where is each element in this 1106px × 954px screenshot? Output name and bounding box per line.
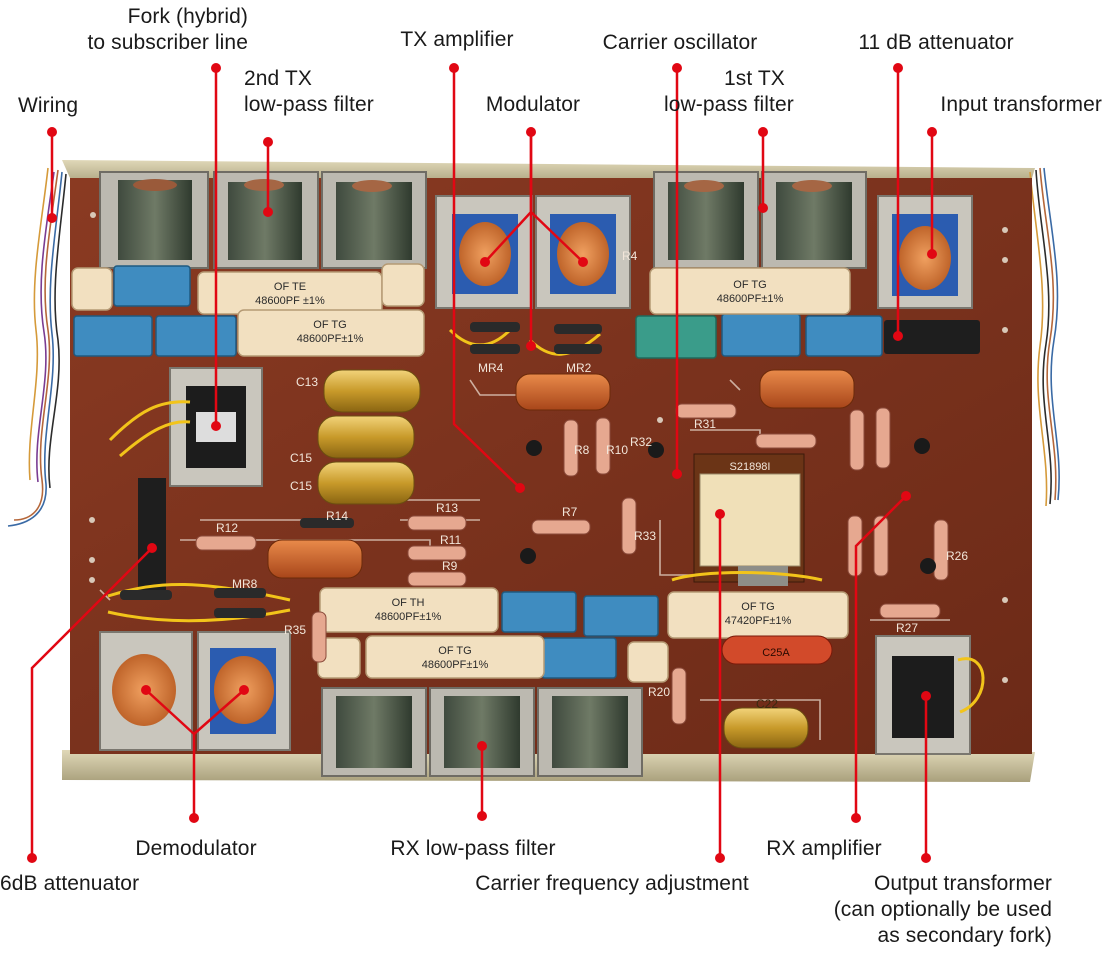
label-tx1-lpf: 1st TX low-pass filter <box>664 66 794 118</box>
trimmer-marking: S21898I <box>730 461 771 473</box>
rx-lowpass-inductors <box>321 687 643 777</box>
label-demodulator-text: Demodulator <box>135 837 257 860</box>
cap-marking-2b: 48600PF±1% <box>297 333 364 345</box>
label-tx2-lpf-line2: low-pass filter <box>244 93 374 116</box>
cap-marking-5b: 48600PF±1% <box>422 659 489 671</box>
label-rx-lpf: RX low-pass filter <box>390 836 555 862</box>
tx2-lowpass-inductors <box>99 171 427 269</box>
label-11db-attenuator-text: 11 dB attenuator <box>858 31 1014 54</box>
silk-r8: R8 <box>574 443 590 457</box>
cap-marking-5a: OF TG <box>438 645 471 657</box>
label-6db-attenuator-text: 6dB attenuator <box>0 872 140 895</box>
tx1-lowpass-inductors <box>653 171 867 269</box>
silk-r4: R4 <box>622 249 638 263</box>
label-carrier-oscillator-text: Carrier oscillator <box>602 31 758 54</box>
silk-r35: R35 <box>284 623 306 637</box>
silk-r33: R33 <box>634 529 656 543</box>
label-carrier-adjustment: Carrier frequency adjustment <box>475 871 749 897</box>
label-wiring-text: Wiring <box>18 94 79 117</box>
label-tx2-lpf: 2nd TX low-pass filter <box>244 66 374 118</box>
silk-r26: R26 <box>946 549 968 563</box>
callout-leaders <box>30 68 934 858</box>
silk-r11: R11 <box>440 533 461 547</box>
silk-c15a: C15 <box>290 451 312 465</box>
transistors <box>520 438 936 574</box>
silk-r10: R10 <box>606 443 628 457</box>
red-capacitor <box>721 635 833 665</box>
label-tx2-lpf-line1: 2nd TX <box>244 67 312 90</box>
label-input-transformer-text: Input transformer <box>940 93 1102 116</box>
electrolytic-capacitors <box>267 369 855 579</box>
silk-r9: R9 <box>442 559 458 573</box>
cap-marking-2a: OF TG <box>313 319 346 331</box>
silk-mr4: MR4 <box>478 361 504 375</box>
film-capacitors <box>71 263 851 683</box>
silk-r32: R32 <box>630 435 652 449</box>
silk-r31: R31 <box>694 417 716 431</box>
cap-marking-c25a: C25A <box>762 647 790 659</box>
label-modulator: Modulator <box>486 92 580 118</box>
label-fork-line2: to subscriber line <box>87 31 248 54</box>
modulator-transformers <box>435 195 631 309</box>
label-fork: Fork (hybrid) to subscriber line <box>87 4 248 56</box>
carrier-trimmer <box>693 453 805 586</box>
silk-c15b: C15 <box>290 479 312 493</box>
silk-r27: R27 <box>896 621 918 635</box>
label-carrier-oscillator: Carrier oscillator <box>603 30 758 56</box>
cap-marking-1a: OF TE <box>274 281 306 293</box>
label-rx-amplifier: RX amplifier <box>766 836 882 862</box>
label-6db-attenuator: 6dB attenuator <box>0 871 139 897</box>
attenuator-11db-block <box>884 320 980 354</box>
cap-marking-6a: OF TG <box>741 601 774 613</box>
silk-c13: C13 <box>296 375 318 389</box>
attenuator-6db-block <box>138 478 166 596</box>
cap-marking-3b: 48600PF±1% <box>717 293 784 305</box>
cap-marking-6b: 47420PF±1% <box>725 615 792 627</box>
label-rx-lpf-text: RX low-pass filter <box>390 837 556 860</box>
label-output-transformer-line3: as secondary fork) <box>877 924 1052 947</box>
label-wiring: Wiring <box>18 93 78 119</box>
diodes <box>120 322 602 618</box>
label-tx-amplifier-text: TX amplifier <box>400 28 514 51</box>
callout-dots <box>27 63 937 863</box>
silk-c22: C22 <box>756 697 778 711</box>
label-output-transformer-line1: Output transformer <box>873 872 1052 895</box>
silk-r20: R20 <box>648 685 670 699</box>
cap-marking-1b: 48600PF ±1% <box>255 295 325 307</box>
label-tx1-lpf-line2: low-pass filter <box>664 93 794 116</box>
label-rx-amplifier-text: RX amplifier <box>766 837 882 860</box>
output-transformer <box>875 635 971 755</box>
cap-marking-3a: OF TG <box>733 279 766 291</box>
label-tx-amplifier: TX amplifier <box>400 27 513 53</box>
label-input-transformer: Input transformer <box>940 92 1102 118</box>
silk-mr8: MR8 <box>232 577 258 591</box>
silk-r13: R13 <box>436 501 458 515</box>
input-transformer <box>877 195 973 309</box>
label-tx1-lpf-line1: 1st TX <box>724 67 785 90</box>
label-demodulator: Demodulator <box>135 836 256 862</box>
silk-r7: R7 <box>562 505 578 519</box>
label-carrier-adjustment-text: Carrier frequency adjustment <box>475 872 749 895</box>
label-output-transformer-line2: (can optionally be used <box>833 898 1052 921</box>
silk-r14: R14 <box>326 509 348 523</box>
label-output-transformer: Output transformer (can optionally be us… <box>834 871 1052 949</box>
wiring-harness <box>7 167 1060 527</box>
wima-capacitors <box>317 369 809 749</box>
cap-marking-4a: OF TH <box>392 597 425 609</box>
resistors <box>195 403 949 725</box>
label-modulator-text: Modulator <box>485 93 581 116</box>
label-11db-attenuator: 11 dB attenuator <box>858 30 1013 56</box>
label-fork-line1: Fork (hybrid) <box>127 5 248 28</box>
silk-r12: R12 <box>216 521 238 535</box>
silk-mr2: MR2 <box>566 361 592 375</box>
cap-marking-4b: 48600PF±1% <box>375 611 442 623</box>
